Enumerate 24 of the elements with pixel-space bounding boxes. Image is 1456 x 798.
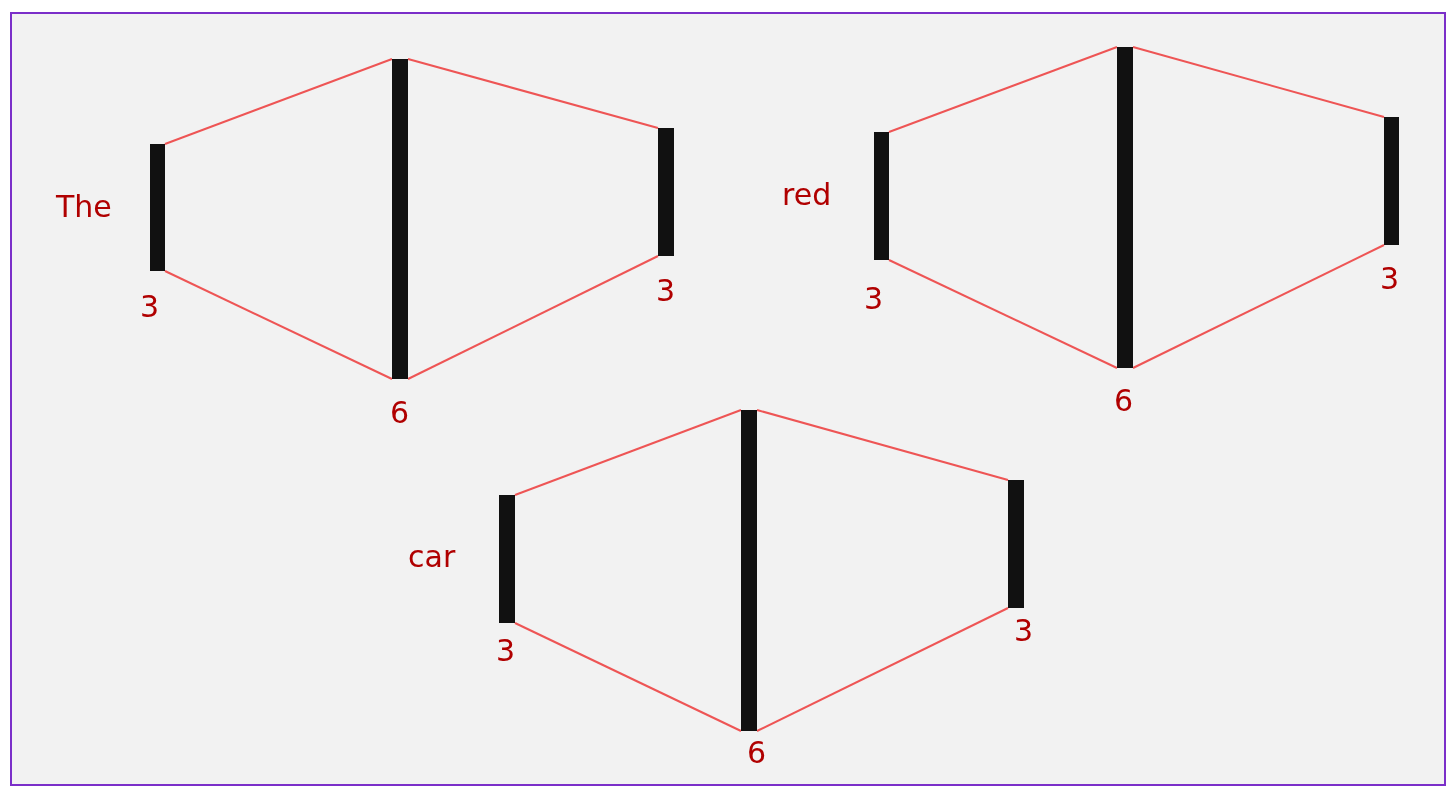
word-label: car — [408, 540, 456, 574]
connector-line — [164, 270, 393, 380]
dimension-number: 3 — [656, 274, 676, 308]
dimension-number: 3 — [496, 634, 516, 668]
connector-line — [756, 607, 1009, 732]
connector-line — [1132, 46, 1385, 118]
word-label: red — [782, 178, 832, 212]
dimension-number: 6 — [747, 736, 767, 770]
connector-line — [407, 58, 659, 129]
connector-line — [407, 255, 659, 380]
word-label: The — [56, 190, 112, 224]
connector-line — [514, 409, 742, 496]
connector-line — [1132, 244, 1385, 369]
connector-line — [888, 46, 1118, 133]
dimension-number: 3 — [864, 282, 884, 316]
connector-line — [888, 259, 1118, 369]
dimension-number: 6 — [390, 396, 410, 430]
connector-line — [164, 58, 393, 145]
dimension-number: 3 — [1380, 262, 1400, 296]
dimension-number: 3 — [140, 290, 160, 324]
dimension-number: 6 — [1114, 384, 1134, 418]
dimension-number: 3 — [1014, 614, 1034, 648]
connector-line — [514, 622, 742, 732]
connector-line — [756, 409, 1009, 481]
